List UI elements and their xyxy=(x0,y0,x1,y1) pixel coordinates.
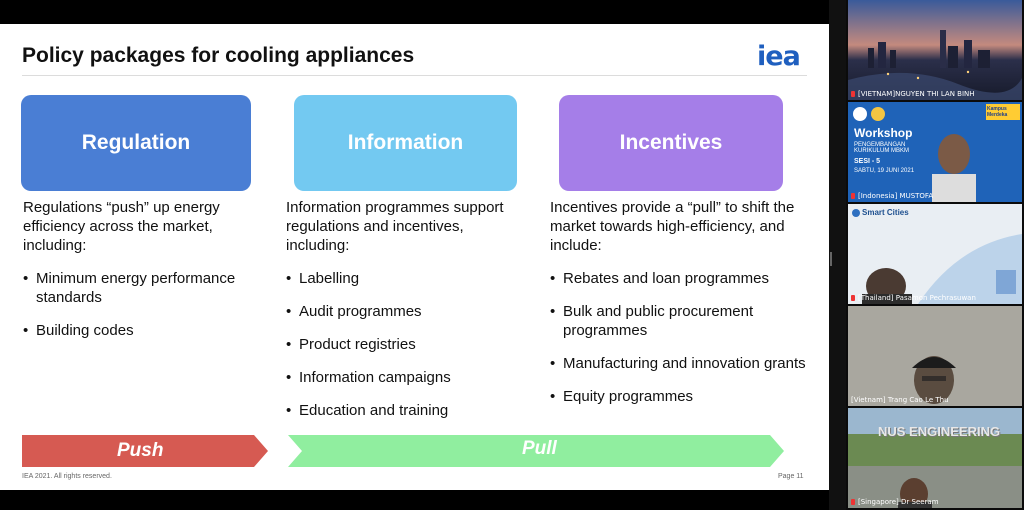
information-box: Information xyxy=(294,95,517,191)
list-item: Labelling xyxy=(286,269,531,288)
participant-name: [VIETNAM]NGUYEN THI LAN BINH xyxy=(858,90,975,98)
list-item: Equity programmes xyxy=(550,387,810,406)
video-feed xyxy=(848,0,1022,100)
banner-subtitle: PENGEMBANGAN KURIKULUM MBKM xyxy=(854,142,910,154)
video-feed xyxy=(848,204,1022,304)
muted-mic-icon xyxy=(851,193,855,199)
list-item: Product registries xyxy=(286,335,531,354)
regulation-list: Minimum energy performance standards Bui… xyxy=(23,269,263,340)
participant-name: [Vietnam] Trang Cao Le Thu xyxy=(851,396,949,404)
video-feed xyxy=(848,102,1022,202)
kampus-merdeka-badge: Kampus Merdeka xyxy=(987,106,1008,118)
participant-name: [Indonesia] MUSTOFA xyxy=(858,192,934,200)
information-intro: Information programmes support regulatio… xyxy=(286,199,504,254)
list-item: Information campaigns xyxy=(286,368,531,387)
campus-sign: NUS ENGINEERING xyxy=(878,424,1001,439)
banner-date: SABTU, 19 JUNI 2021 xyxy=(854,168,915,174)
list-item: Rebates and loan programmes xyxy=(550,269,810,288)
incentives-intro: Incentives provide a “pull” to shift the… xyxy=(550,199,795,254)
participant-tile[interactable]: Smart Cities [Thailand] Pasamon Pechrasu… xyxy=(848,204,1022,304)
participant-tile[interactable]: NUS ENGINEERING [Singapore] Dr Seeram xyxy=(848,408,1022,508)
participant-tile[interactable]: Workshop PENGEMBANGAN KURIKULUM MBKM SES… xyxy=(848,102,1022,202)
list-item: Manufacturing and innovation grants xyxy=(550,354,810,373)
copyright-footer: IEA 2021. All rights reserved. xyxy=(22,473,112,480)
banner-title: Smart Cities xyxy=(862,208,909,217)
list-item: Building codes xyxy=(23,321,263,340)
title-divider xyxy=(22,75,807,76)
list-item: Education and training xyxy=(286,401,531,420)
participant-name: [Thailand] Pasamon Pechrasuwan xyxy=(858,294,976,302)
page-number: Page 11 xyxy=(778,473,804,480)
video-feed xyxy=(848,408,1022,508)
muted-mic-icon xyxy=(851,295,855,301)
banner-title: Workshop xyxy=(854,126,913,140)
iea-logo: iea xyxy=(757,41,801,72)
banner-session: SESI - 5 xyxy=(854,158,881,165)
muted-mic-icon xyxy=(851,91,855,97)
presentation-slide: Policy packages for cooling appliances i… xyxy=(0,24,829,490)
participant-gallery: [VIETNAM]NGUYEN THI LAN BINH Workshop PE… xyxy=(846,0,1024,510)
muted-mic-icon xyxy=(851,499,855,505)
list-item: Bulk and public procurement programmes xyxy=(550,302,810,340)
regulation-column: Regulations “push” up energy efficiency … xyxy=(23,198,263,354)
information-list: Labelling Audit programmes Product regis… xyxy=(286,269,531,420)
incentives-column: Incentives provide a “pull” to shift the… xyxy=(550,198,810,420)
resize-handle[interactable] xyxy=(830,252,832,266)
panel-divider[interactable] xyxy=(829,0,846,510)
push-label: Push xyxy=(117,440,164,461)
list-item: Audit programmes xyxy=(286,302,531,321)
incentives-list: Rebates and loan programmes Bulk and pub… xyxy=(550,269,810,406)
video-feed xyxy=(848,306,1022,406)
push-arrow-shape xyxy=(22,435,268,467)
participant-tile[interactable]: [VIETNAM]NGUYEN THI LAN BINH xyxy=(848,0,1022,100)
pull-label: Pull xyxy=(522,438,557,459)
push-arrow xyxy=(22,435,268,467)
slide-title: Policy packages for cooling appliances xyxy=(22,44,415,67)
incentives-box: Incentives xyxy=(559,95,783,191)
regulation-box: Regulation xyxy=(21,95,251,191)
participant-tile[interactable]: [Vietnam] Trang Cao Le Thu xyxy=(848,306,1022,406)
participant-name: [Singapore] Dr Seeram xyxy=(858,498,939,506)
list-item: Minimum energy performance standards xyxy=(23,269,263,307)
regulation-intro: Regulations “push” up energy efficiency … xyxy=(23,199,220,254)
information-column: Information programmes support regulatio… xyxy=(286,198,531,434)
pull-arrow xyxy=(288,435,784,467)
pull-arrow-shape xyxy=(288,435,784,467)
